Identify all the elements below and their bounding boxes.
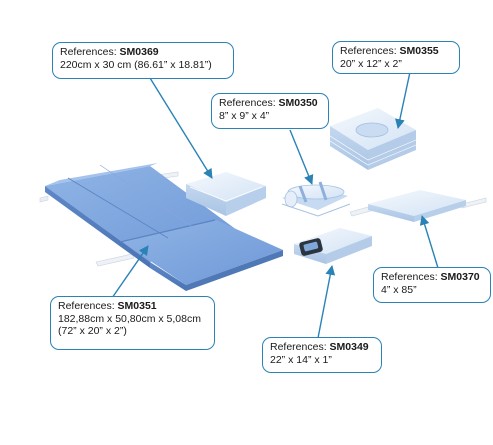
- dimensions: 4” x 85”: [381, 283, 417, 296]
- table-pad-sm0351: [39, 163, 283, 291]
- dimensions: 20” x 12” x 2”: [340, 57, 402, 70]
- callout-sm0349-ref: References: SM0349: [270, 341, 374, 354]
- pad-sm0369: [186, 172, 266, 216]
- callout-sm0369-ref: References: SM0369: [60, 46, 226, 59]
- callout-sm0355-ref: References: SM0355: [340, 45, 452, 58]
- strap-pad-sm0370: [349, 190, 487, 222]
- product-code: SM0355: [399, 45, 439, 57]
- ref-label: References:: [381, 271, 441, 283]
- ref-label: References:: [270, 341, 330, 353]
- product-code: SM0351: [117, 300, 157, 312]
- head-pad-sm0355: [329, 108, 417, 170]
- product-code: SM0370: [440, 271, 480, 283]
- arm-pad-sm0349: [294, 228, 372, 264]
- ref-label: References:: [219, 97, 279, 109]
- leader-lines: [111, 71, 439, 339]
- dimensions: 182,88cm x 50,80cm x 5,08cm: [58, 312, 201, 325]
- callout-sm0349: References: SM0349 22” x 14” x 1”: [262, 337, 382, 373]
- callout-sm0355: References: SM0355 20” x 12” x 2”: [332, 41, 460, 74]
- leader-sm0370: [419, 215, 439, 269]
- ref-label: References:: [58, 300, 118, 312]
- callout-sm0351: References: SM0351 182,88cm x 50,80cm x …: [50, 296, 215, 350]
- ref-label: References:: [60, 46, 120, 58]
- ref-label: References:: [340, 45, 400, 57]
- callout-sm0350: References: SM0350 8” x 9” x 4”: [211, 93, 329, 129]
- dimensions-imperial: (72” x 20” x 2”): [58, 325, 127, 337]
- dimensions: 8” x 9” x 4”: [219, 109, 270, 122]
- leader-sm0351: [111, 245, 149, 299]
- callout-sm0350-ref: References: SM0350: [219, 97, 321, 110]
- callout-sm0369: References: SM0369 220cm x 30 cm (86.61”…: [52, 42, 234, 79]
- leader-sm0369: [149, 77, 213, 179]
- leader-sm0349: [317, 265, 336, 339]
- dimensions: 220cm x 30 cm (86.61” x 18.81”): [60, 58, 212, 71]
- leader-sm0350: [289, 129, 314, 185]
- callout-sm0370: References: SM0370 4” x 85”: [373, 267, 491, 303]
- product-code: SM0350: [278, 97, 318, 109]
- roll-pad-sm0350: [281, 181, 351, 217]
- callout-sm0351-ref: References: SM0351: [58, 300, 207, 313]
- product-code: SM0369: [119, 46, 159, 58]
- product-code: SM0349: [329, 341, 369, 353]
- callout-sm0370-ref: References: SM0370: [381, 271, 483, 284]
- dimensions: 22” x 14” x 1”: [270, 353, 332, 366]
- leader-sm0355: [395, 71, 411, 129]
